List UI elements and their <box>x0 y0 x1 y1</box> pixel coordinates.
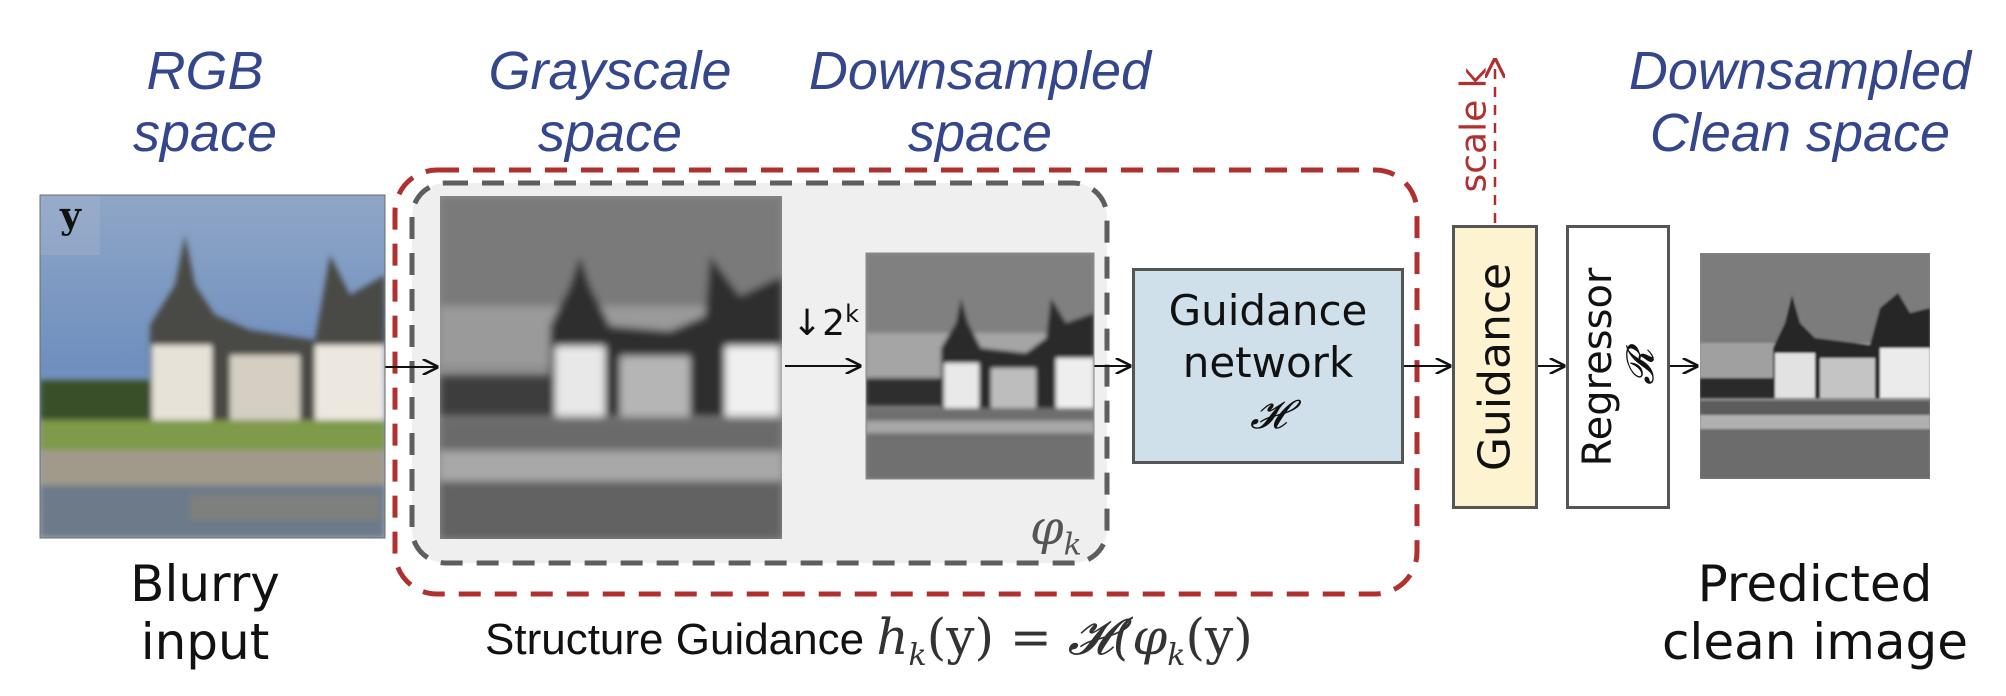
blurry-input-line1: Blurry <box>130 555 280 613</box>
downsampled-photo-svg <box>866 253 1094 479</box>
blurry-input-image: y <box>40 195 385 538</box>
guidance-network-line2: network <box>1182 338 1354 387</box>
formula-arg: (y) <box>926 608 994 666</box>
rgb-space-line1: RGB <box>146 41 264 101</box>
downsampled-space-image <box>713 253 871 479</box>
formula-rhs-fn: 𝓗( <box>1067 608 1133 666</box>
formula-equals: = <box>993 608 1068 666</box>
formula-rhs-phi: φ <box>1132 608 1168 666</box>
downsampled-space-label: Downsampled space <box>790 40 1170 164</box>
regressor-label-group: Regressor 𝓡 <box>1575 267 1662 467</box>
blurry-input-caption: Blurry input <box>70 555 340 671</box>
phi-subscript: k <box>1063 527 1082 563</box>
predicted-line2: clean image <box>1661 613 1969 671</box>
grayscale-space-line1: Grayscale <box>488 41 732 101</box>
rgb-space-line2: space <box>132 103 278 163</box>
output-photo-svg <box>1700 253 1930 479</box>
clean-space-line1: Downsampled <box>1628 41 1972 101</box>
formula-prefix: Structure Guidance <box>485 615 865 664</box>
grayscale-space-label: Grayscale space <box>450 40 770 164</box>
down-arrow-icon: ↓ <box>792 303 823 344</box>
guidance-network-box: Guidance network 𝓗 <box>1132 268 1404 464</box>
input-photo-svg <box>40 195 385 538</box>
structure-guidance-formula: Structure Guidance hk(y) = 𝓗(φk(y) <box>485 608 1253 673</box>
formula-rhs-arg: (y) <box>1185 608 1253 666</box>
predicted-clean-caption: Predicted clean image <box>1640 555 1990 671</box>
clean-space-label: Downsampled Clean space <box>1600 40 2000 164</box>
phi-k-label: φk <box>1030 500 1082 563</box>
formula-lhs: h <box>876 608 909 666</box>
formula-rhs-sub: k <box>1167 638 1186 673</box>
downsampled-image-visual <box>866 253 1094 479</box>
input-symbol-y: y <box>60 195 81 237</box>
guidance-network-symbol: 𝓗 <box>1249 392 1287 438</box>
downsample-base: 2 <box>822 303 846 344</box>
grayscale-space-line2: space <box>537 103 683 163</box>
phi-symbol: φ <box>1030 500 1064 556</box>
guidance-block: Guidance <box>1452 225 1538 509</box>
downsample-exponent: k <box>845 300 859 328</box>
predicted-clean-image <box>1700 253 1930 479</box>
downsampled-space-line2: space <box>907 103 1053 163</box>
scale-k-label: scale k <box>1453 67 1495 193</box>
regressor-label: Regressor <box>1575 267 1621 467</box>
regressor-block: Regressor 𝓡 <box>1566 225 1670 509</box>
blurry-input-line2: input <box>140 613 270 671</box>
clean-space-line2: Clean space <box>1649 103 1951 163</box>
formula-math: hk(y) = 𝓗(φk(y) <box>876 608 1253 673</box>
predicted-line1: Predicted <box>1697 555 1933 613</box>
guidance-network-line1: Guidance <box>1168 286 1368 335</box>
guidance-block-label: Guidance <box>1469 262 1521 472</box>
regressor-symbol: 𝓡 <box>1618 349 1662 385</box>
downsample-operator: ↓2k <box>792 300 859 344</box>
downsampled-space-line1: Downsampled <box>808 41 1152 101</box>
rgb-space-label: RGB space <box>70 40 340 164</box>
formula-lhs-sub: k <box>908 638 927 673</box>
